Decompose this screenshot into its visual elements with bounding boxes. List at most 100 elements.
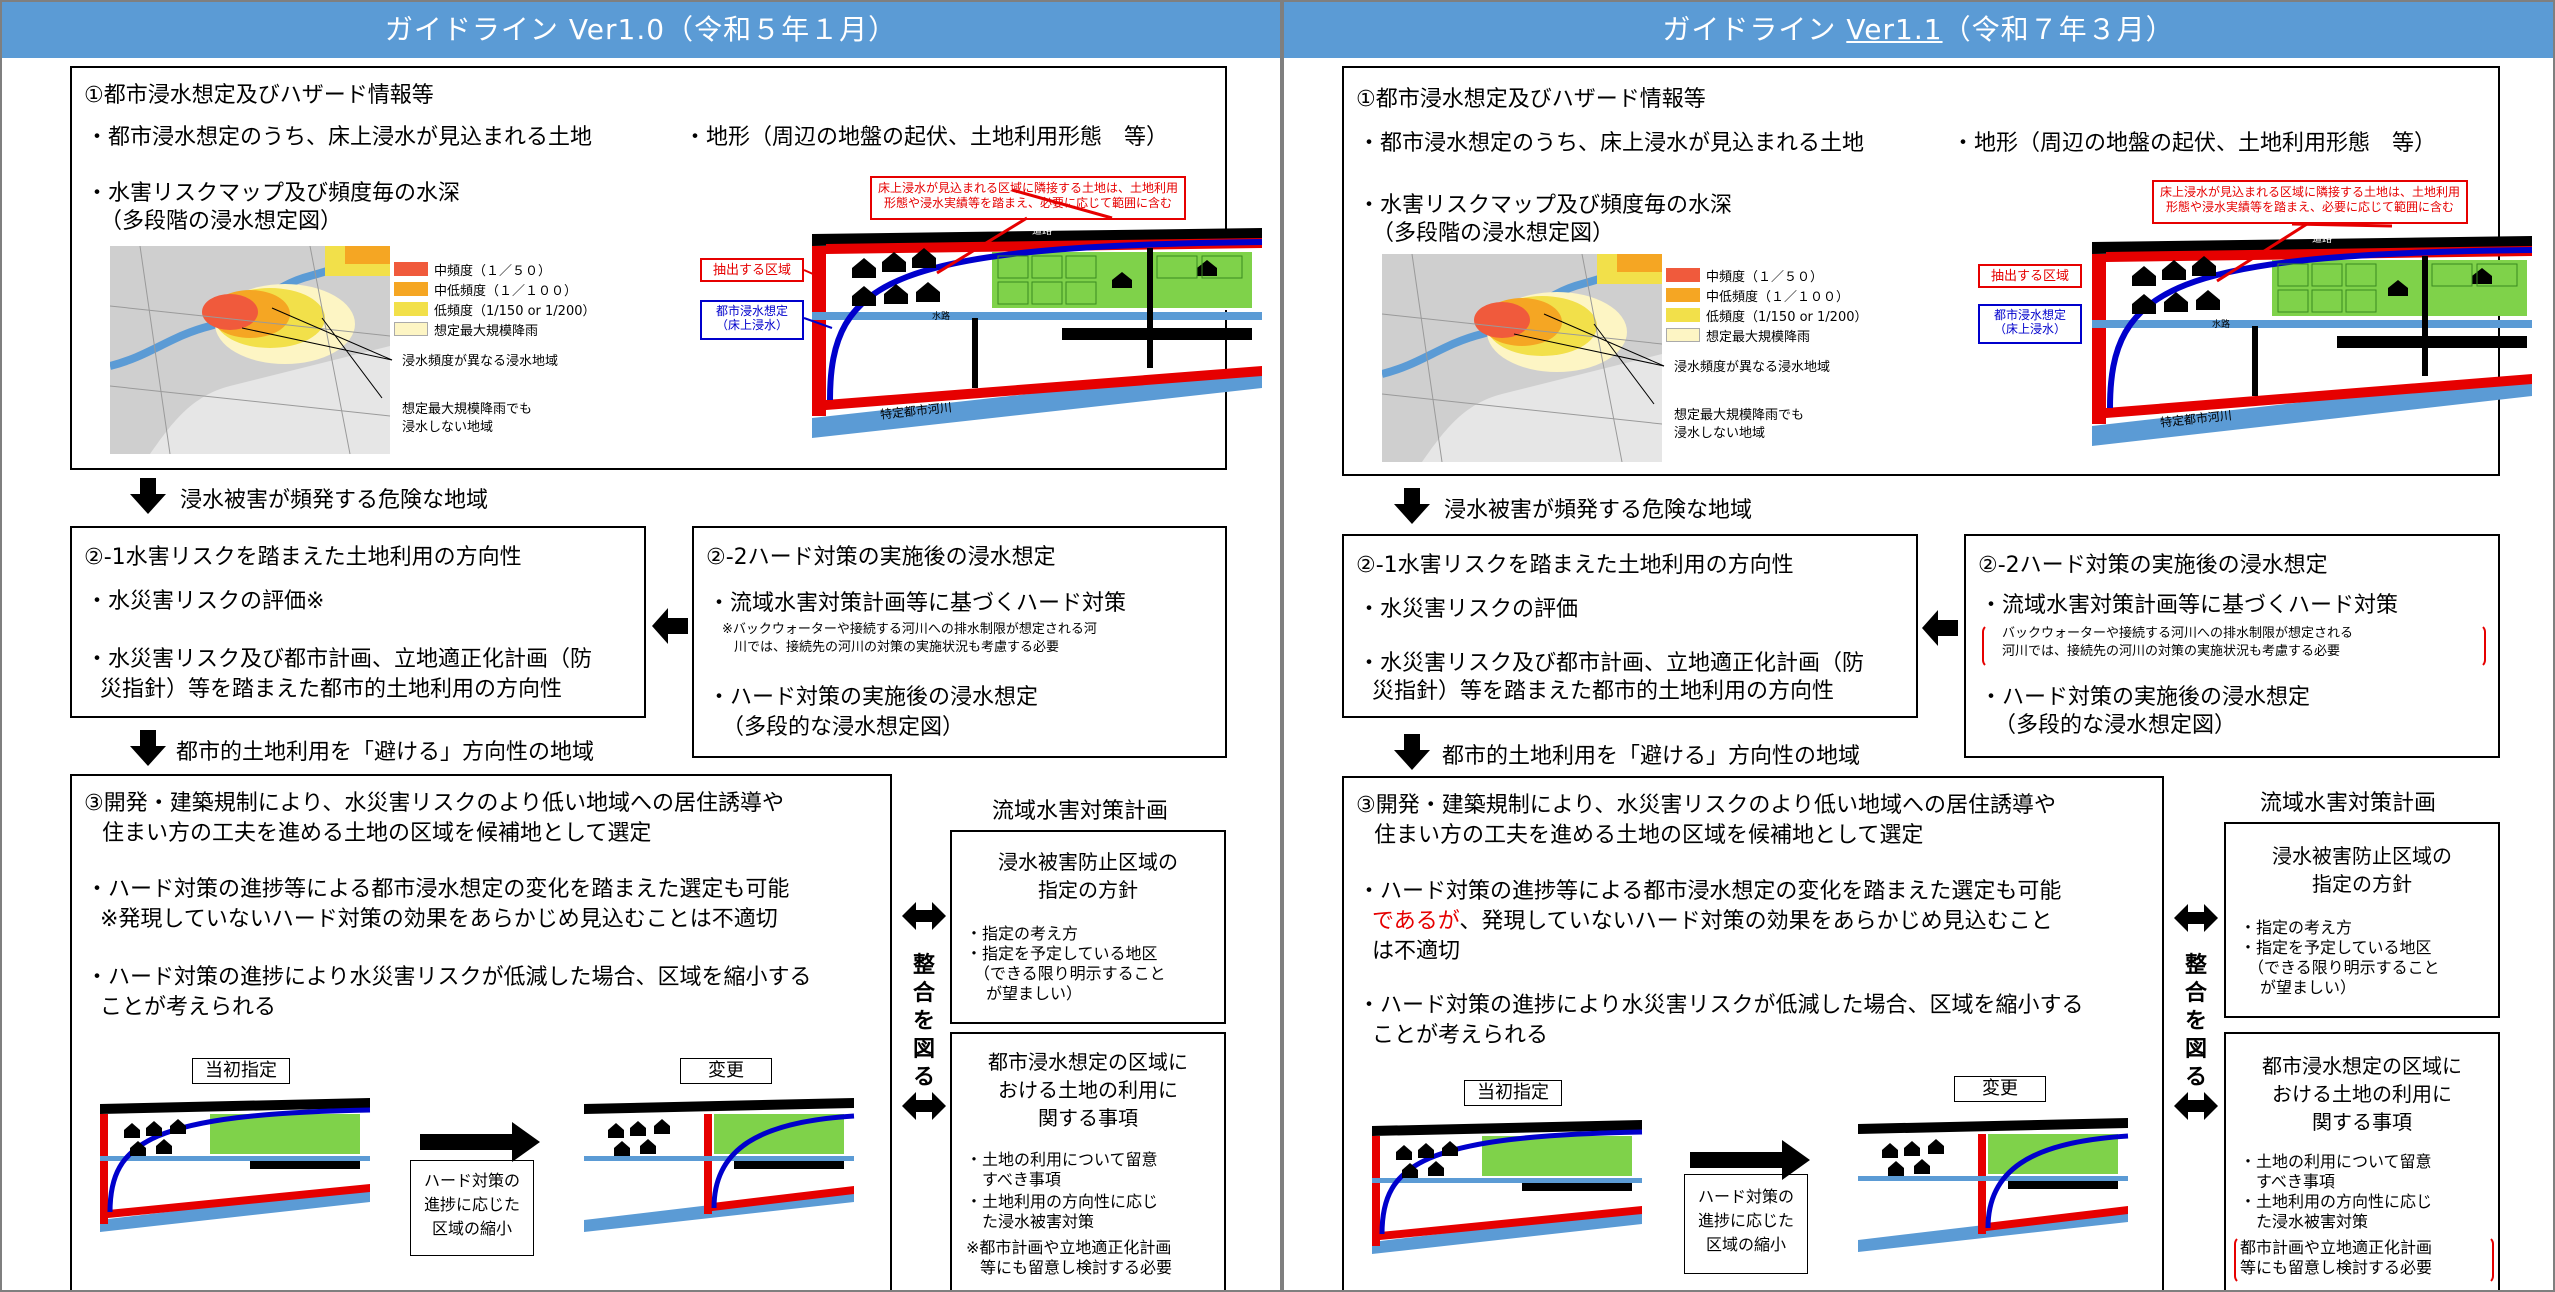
bullet-hard-measures: ・流域水害対策計画等に基づくハード対策 bbox=[1980, 593, 2399, 618]
urban-flood-label-b: （床上浸水） bbox=[715, 318, 788, 333]
change-label: 変更 bbox=[680, 1058, 772, 1084]
shrink-note-line: ハード対策の bbox=[1697, 1187, 1794, 1206]
section-1-title: ①都市浸水想定及びハザード情報等 bbox=[1356, 87, 1706, 112]
plan-box-2-title: おける土地の利用に bbox=[998, 1078, 1178, 1102]
arrow-label-avoid: 都市的土地利用を「避ける」方向性の地域 bbox=[176, 740, 595, 765]
note-backwater-b: 川では、接続先の河川の対策の実施状況も考慮する必要 bbox=[734, 640, 1060, 655]
map-note-no-flood-b: 浸水しない地域 bbox=[402, 420, 494, 435]
plan-box-2-note: 等にも留意し検討する必要 bbox=[2240, 1258, 2433, 1277]
plan-box-1-item: ・指定の考え方 bbox=[966, 924, 1079, 943]
bullet-selection-change-a: ・ハード対策の進捗等による都市浸水想定の変化を踏まえた選定も可能 bbox=[86, 877, 790, 902]
legend-high: 中頻度（１／５０） bbox=[1706, 270, 1824, 285]
integrate-char: る bbox=[2184, 1065, 2207, 1090]
plan-box-1-item: （できる限り明示すること bbox=[2248, 958, 2440, 977]
callout-adjacent-land: 床上浸水が見込まれる区域に隣接する土地は、土地利用形態や浸水実績等を踏まえ、必要… bbox=[870, 176, 1186, 220]
extract-area-label: 抽出する区域 bbox=[700, 258, 804, 282]
map-note-no-flood-a: 想定最大規模降雨でも bbox=[1674, 408, 1805, 423]
section-1-title: ①都市浸水想定及びハザード情報等 bbox=[84, 83, 434, 108]
plan-box-2-item: ・土地の利用について留意 bbox=[2240, 1152, 2432, 1171]
legend-max: 想定最大規模降雨 bbox=[1706, 330, 1811, 345]
plan-box-2-title: 都市浸水想定の区域に bbox=[988, 1050, 1188, 1074]
shrink-note-line: 進捗に応じた bbox=[1697, 1211, 1794, 1230]
bullet-post-measure-flood-sub: （多段的な浸水想定図） bbox=[1994, 713, 2237, 738]
plan-box-2-item: すべき事項 bbox=[982, 1170, 1061, 1189]
section-3-box: ③開発・建築規制により、水災害リスクのより低い地域への居住誘導や 住まい方の工夫… bbox=[1342, 776, 2164, 1290]
diagram-road-label: 道路 bbox=[1032, 226, 1052, 237]
initial-designation-diagram bbox=[1372, 1120, 1643, 1254]
down-arrow-icon bbox=[1394, 488, 1430, 524]
plan-box-designation-policy: 浸水被害防止区域の 指定の方針 ・指定の考え方 ・指定を予定している地区 （でき… bbox=[2224, 822, 2500, 1018]
diagram-road-label: 道路 bbox=[2312, 234, 2332, 245]
bullet-selection-change-a: ・ハード対策の進捗等による都市浸水想定の変化を踏まえた選定も可能 bbox=[1358, 879, 2062, 904]
legend-swatch-low bbox=[1666, 308, 1700, 322]
bullet-risk-map-sub: （多段階の浸水想定図） bbox=[100, 209, 343, 234]
integrate-char: 図 bbox=[2184, 1037, 2207, 1062]
plan-box-2-item: ・土地利用の方向性に応じ bbox=[2240, 1192, 2433, 1211]
legend-mid-low: 中低頻度（１／１００） bbox=[434, 284, 578, 299]
plan-box-1-item: ・指定を予定している地区 bbox=[966, 944, 1158, 963]
plan-box-land-use: 都市浸水想定の区域に おける土地の利用に 関する事項 ・土地の利用について留意 … bbox=[950, 1032, 1226, 1290]
integrate-char: る bbox=[912, 1065, 935, 1090]
legend-swatch-high bbox=[1666, 268, 1700, 282]
bullet-selection-change-c: は不適切 bbox=[1372, 939, 1461, 964]
section-3-title-a: ③開発・建築規制により、水災害リスクのより低い地域への居住誘導や bbox=[84, 791, 784, 816]
plan-box-2-title: 関する事項 bbox=[1038, 1106, 1138, 1130]
plan-box-1-title-a: 浸水被害防止区域の bbox=[2272, 844, 2452, 868]
plan-box-designation-policy: 浸水被害防止区域の 指定の方針 ・指定の考え方 ・指定を予定している地区 （でき… bbox=[950, 830, 1226, 1024]
note-bracket bbox=[1982, 624, 2486, 668]
plan-box-2-title: 都市浸水想定の区域に bbox=[2262, 1054, 2462, 1078]
bullet-selection-change-b: ※発現していないハード対策の効果をあらかじめ見込むことは不適切 bbox=[100, 907, 778, 932]
integrate-label: 整 合 を 図 る bbox=[2182, 952, 2210, 1092]
shrink-note-line: 区域の縮小 bbox=[1705, 1235, 1786, 1254]
left-arrow-icon bbox=[1922, 610, 1958, 646]
extraction-diagram bbox=[803, 188, 1263, 438]
bullet-selection-change-b: であるが、発現していないハード対策の効果をあらかじめ見込むこと bbox=[1372, 908, 2053, 936]
column-header: ガイドライン Ver1.1（令和７年３月） bbox=[1284, 2, 2553, 58]
map-note-different-frequency: 浸水頻度が異なる浸水地域 bbox=[402, 354, 559, 369]
integrate-char: 合 bbox=[2184, 981, 2207, 1006]
guideline-v1-0-column: ガイドライン Ver1.0（令和５年１月） ①都市浸水想定及びハザード情報等 ・… bbox=[0, 0, 1282, 1292]
column-header-prefix: ガイドライン bbox=[1662, 13, 1847, 46]
guideline-v1-1-column: ガイドライン Ver1.1（令和７年３月） ①都市浸水想定及びハザード情報等 ・… bbox=[1282, 0, 2555, 1292]
plan-box-1-item: （できる限り明示すること bbox=[974, 964, 1166, 983]
down-arrow-icon bbox=[130, 730, 166, 766]
flood-risk-map-graphic bbox=[1382, 254, 1662, 462]
note-backwater-a: ※バックウォーターや接続する河川への排水制限が想定される河 bbox=[722, 622, 1097, 637]
section-2-1-box: ②-1水害リスクを踏まえた土地利用の方向性 ・水災害リスクの評価 ・水災害リスク… bbox=[1342, 534, 1918, 718]
bullet-selection-change-b-rest: 、発現していないハード対策の効果をあらかじめ見込むこと bbox=[1459, 909, 2053, 934]
shrink-note-line: 区域の縮小 bbox=[431, 1219, 512, 1238]
changed-designation-diagram bbox=[584, 1098, 855, 1232]
integrate-char: を bbox=[2184, 1009, 2207, 1034]
plan-box-2-item: た浸水被害対策 bbox=[2256, 1212, 2369, 1231]
map-leader-lines bbox=[241, 307, 393, 399]
right-arrow-icon bbox=[1690, 1140, 1810, 1180]
urban-flood-label-a: 都市浸水想定 bbox=[715, 304, 788, 318]
urban-flood-label: 都市浸水想定 （床上浸水） bbox=[700, 300, 804, 340]
bullet-shrink-a: ・ハード対策の進捗により水災害リスクが低減した場合、区域を縮小する bbox=[1358, 993, 2084, 1018]
bullet-floor-flooding: ・都市浸水想定のうち、床上浸水が見込まれる土地 bbox=[1358, 131, 1865, 156]
bullet-risk-map-sub: （多段階の浸水想定図） bbox=[1372, 221, 1615, 246]
plan-box-1-item: が望ましい） bbox=[986, 984, 1083, 1003]
bullet-shrink-b: ことが考えられる bbox=[100, 995, 277, 1020]
map-note-no-flood-a: 想定最大規模降雨でも bbox=[402, 402, 533, 417]
bullet-terrain: ・地形（周辺の地盤の起伏、土地利用形態 等） bbox=[1952, 131, 2437, 156]
left-arrow-icon bbox=[652, 608, 688, 644]
plan-box-2-note: 都市計画や立地適正化計画 bbox=[2240, 1238, 2433, 1257]
legend-swatch-low bbox=[394, 302, 428, 316]
change-label: 変更 bbox=[1954, 1076, 2046, 1102]
double-arrow-icon bbox=[902, 902, 946, 930]
plan-box-1-item: ・指定を予定している地区 bbox=[2240, 938, 2432, 957]
column-header-version: Ver1.1 bbox=[1846, 13, 1943, 46]
section-3-title-b: 住まい方の工夫を進める土地の区域を候補地として選定 bbox=[102, 821, 652, 846]
integrate-char: 合 bbox=[912, 981, 935, 1006]
legend-swatch-max bbox=[1666, 328, 1700, 342]
integrate-char: 整 bbox=[2184, 953, 2207, 978]
map-note-no-flood-b: 浸水しない地域 bbox=[1674, 426, 1766, 441]
bullet-post-measure-flood: ・ハード対策の実施後の浸水想定 bbox=[708, 685, 1039, 710]
plan-box-1-title-b: 指定の方針 bbox=[2312, 872, 2412, 896]
extract-area-label: 抽出する区域 bbox=[1978, 264, 2082, 288]
diagram-waterway-label: 水路 bbox=[2212, 320, 2231, 330]
double-arrow-icon bbox=[2174, 904, 2218, 932]
map-note-different-frequency: 浸水頻度が異なる浸水地域 bbox=[1674, 360, 1831, 375]
section-2-1-box: ②-1水害リスクを踏まえた土地利用の方向性 ・水災害リスクの評価※ ・水災害リス… bbox=[70, 526, 646, 718]
